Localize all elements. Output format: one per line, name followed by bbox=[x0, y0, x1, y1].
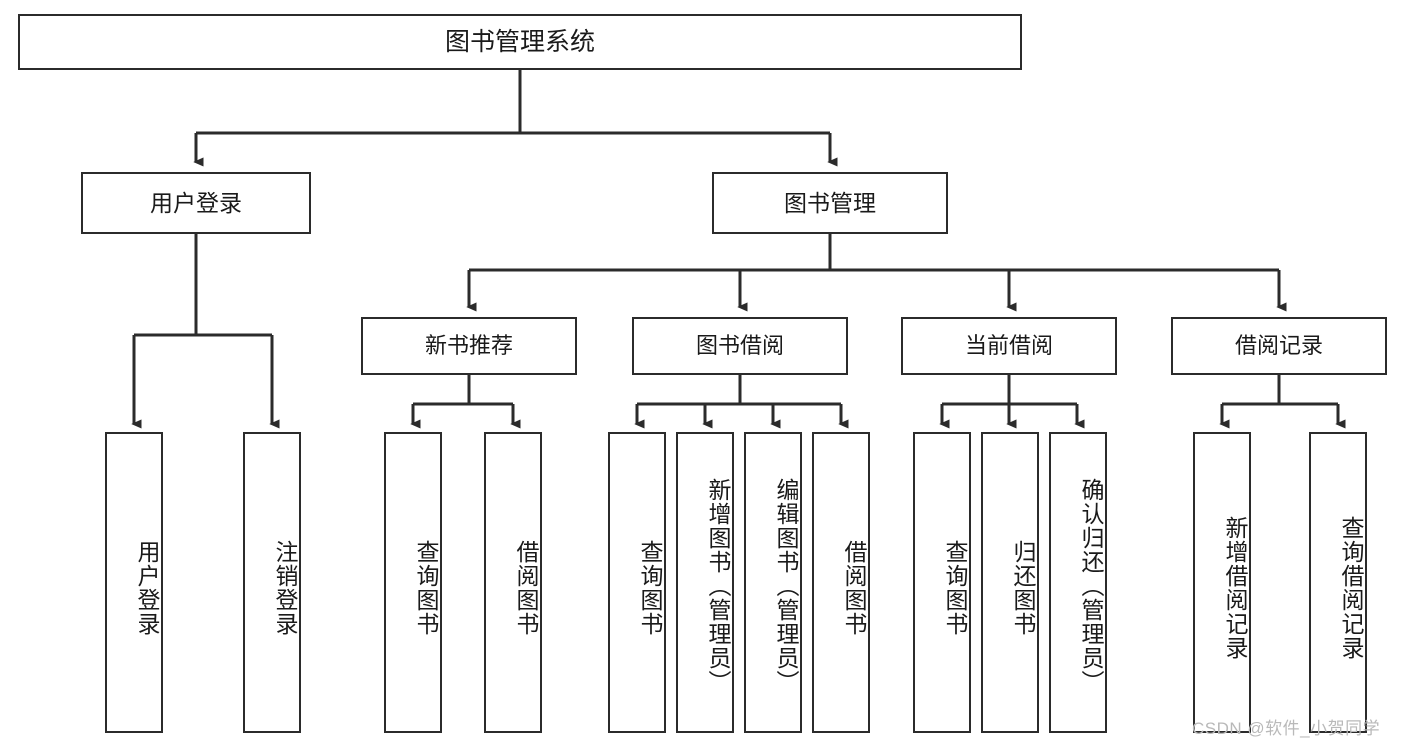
node-leaf-borrow-book-2[interactable]: 借阅图书 bbox=[812, 432, 870, 733]
node-leaf-query-book-2-label: 查询图书 bbox=[637, 539, 663, 636]
node-leaf-query-book-3[interactable]: 查询图书 bbox=[913, 432, 971, 733]
node-leaf-query-book-1-label: 查询图书 bbox=[413, 539, 439, 636]
node-book-manage[interactable]: 图书管理 bbox=[712, 172, 948, 234]
node-leaf-add-book-label: 新增图书（管理员） bbox=[705, 477, 731, 694]
node-leaf-add-record[interactable]: 新增借阅记录 bbox=[1193, 432, 1251, 733]
node-book-manage-label: 图书管理 bbox=[784, 189, 876, 216]
node-leaf-return-book-label: 归还图书 bbox=[1010, 539, 1036, 636]
node-new-book-rec-label: 新书推荐 bbox=[424, 332, 513, 358]
node-leaf-borrow-book-1-label: 借阅图书 bbox=[513, 539, 539, 636]
node-leaf-add-record-label: 新增借阅记录 bbox=[1222, 515, 1248, 660]
node-leaf-return-book[interactable]: 归还图书 bbox=[981, 432, 1039, 733]
node-leaf-borrow-book-2-label: 借阅图书 bbox=[841, 539, 867, 636]
node-root[interactable]: 图书管理系统 bbox=[18, 14, 1022, 70]
node-borrow-record[interactable]: 借阅记录 bbox=[1171, 317, 1387, 375]
node-leaf-confirm-return-label: 确认归还（管理员） bbox=[1078, 477, 1104, 694]
node-leaf-query-record[interactable]: 查询借阅记录 bbox=[1309, 432, 1367, 733]
node-leaf-confirm-return[interactable]: 确认归还（管理员） bbox=[1049, 432, 1107, 733]
node-leaf-logout-label: 注销登录 bbox=[272, 539, 298, 636]
node-leaf-borrow-book-1[interactable]: 借阅图书 bbox=[484, 432, 542, 733]
node-leaf-query-book-3-label: 查询图书 bbox=[942, 539, 968, 636]
node-current-borrow[interactable]: 当前借阅 bbox=[901, 317, 1117, 375]
node-book-borrow-label: 图书借阅 bbox=[695, 332, 784, 358]
node-user-login-label: 用户登录 bbox=[150, 189, 242, 216]
watermark-text: CSDN @软件_小贺同学 bbox=[1192, 719, 1381, 738]
node-leaf-logout[interactable]: 注销登录 bbox=[243, 432, 301, 733]
node-current-borrow-label: 当前借阅 bbox=[964, 332, 1053, 358]
node-leaf-edit-book[interactable]: 编辑图书（管理员） bbox=[744, 432, 802, 733]
node-leaf-query-book-1[interactable]: 查询图书 bbox=[384, 432, 442, 733]
node-leaf-query-record-label: 查询借阅记录 bbox=[1338, 515, 1364, 660]
node-leaf-query-book-2[interactable]: 查询图书 bbox=[608, 432, 666, 733]
node-user-login[interactable]: 用户登录 bbox=[81, 172, 311, 234]
node-book-borrow[interactable]: 图书借阅 bbox=[632, 317, 848, 375]
node-leaf-add-book[interactable]: 新增图书（管理员） bbox=[676, 432, 734, 733]
node-root-label: 图书管理系统 bbox=[444, 27, 595, 56]
node-leaf-user-login-label: 用户登录 bbox=[134, 539, 160, 636]
node-leaf-user-login[interactable]: 用户登录 bbox=[105, 432, 163, 733]
node-leaf-edit-book-label: 编辑图书（管理员） bbox=[773, 477, 799, 694]
node-new-book-rec[interactable]: 新书推荐 bbox=[361, 317, 577, 375]
node-borrow-record-label: 借阅记录 bbox=[1234, 332, 1323, 358]
